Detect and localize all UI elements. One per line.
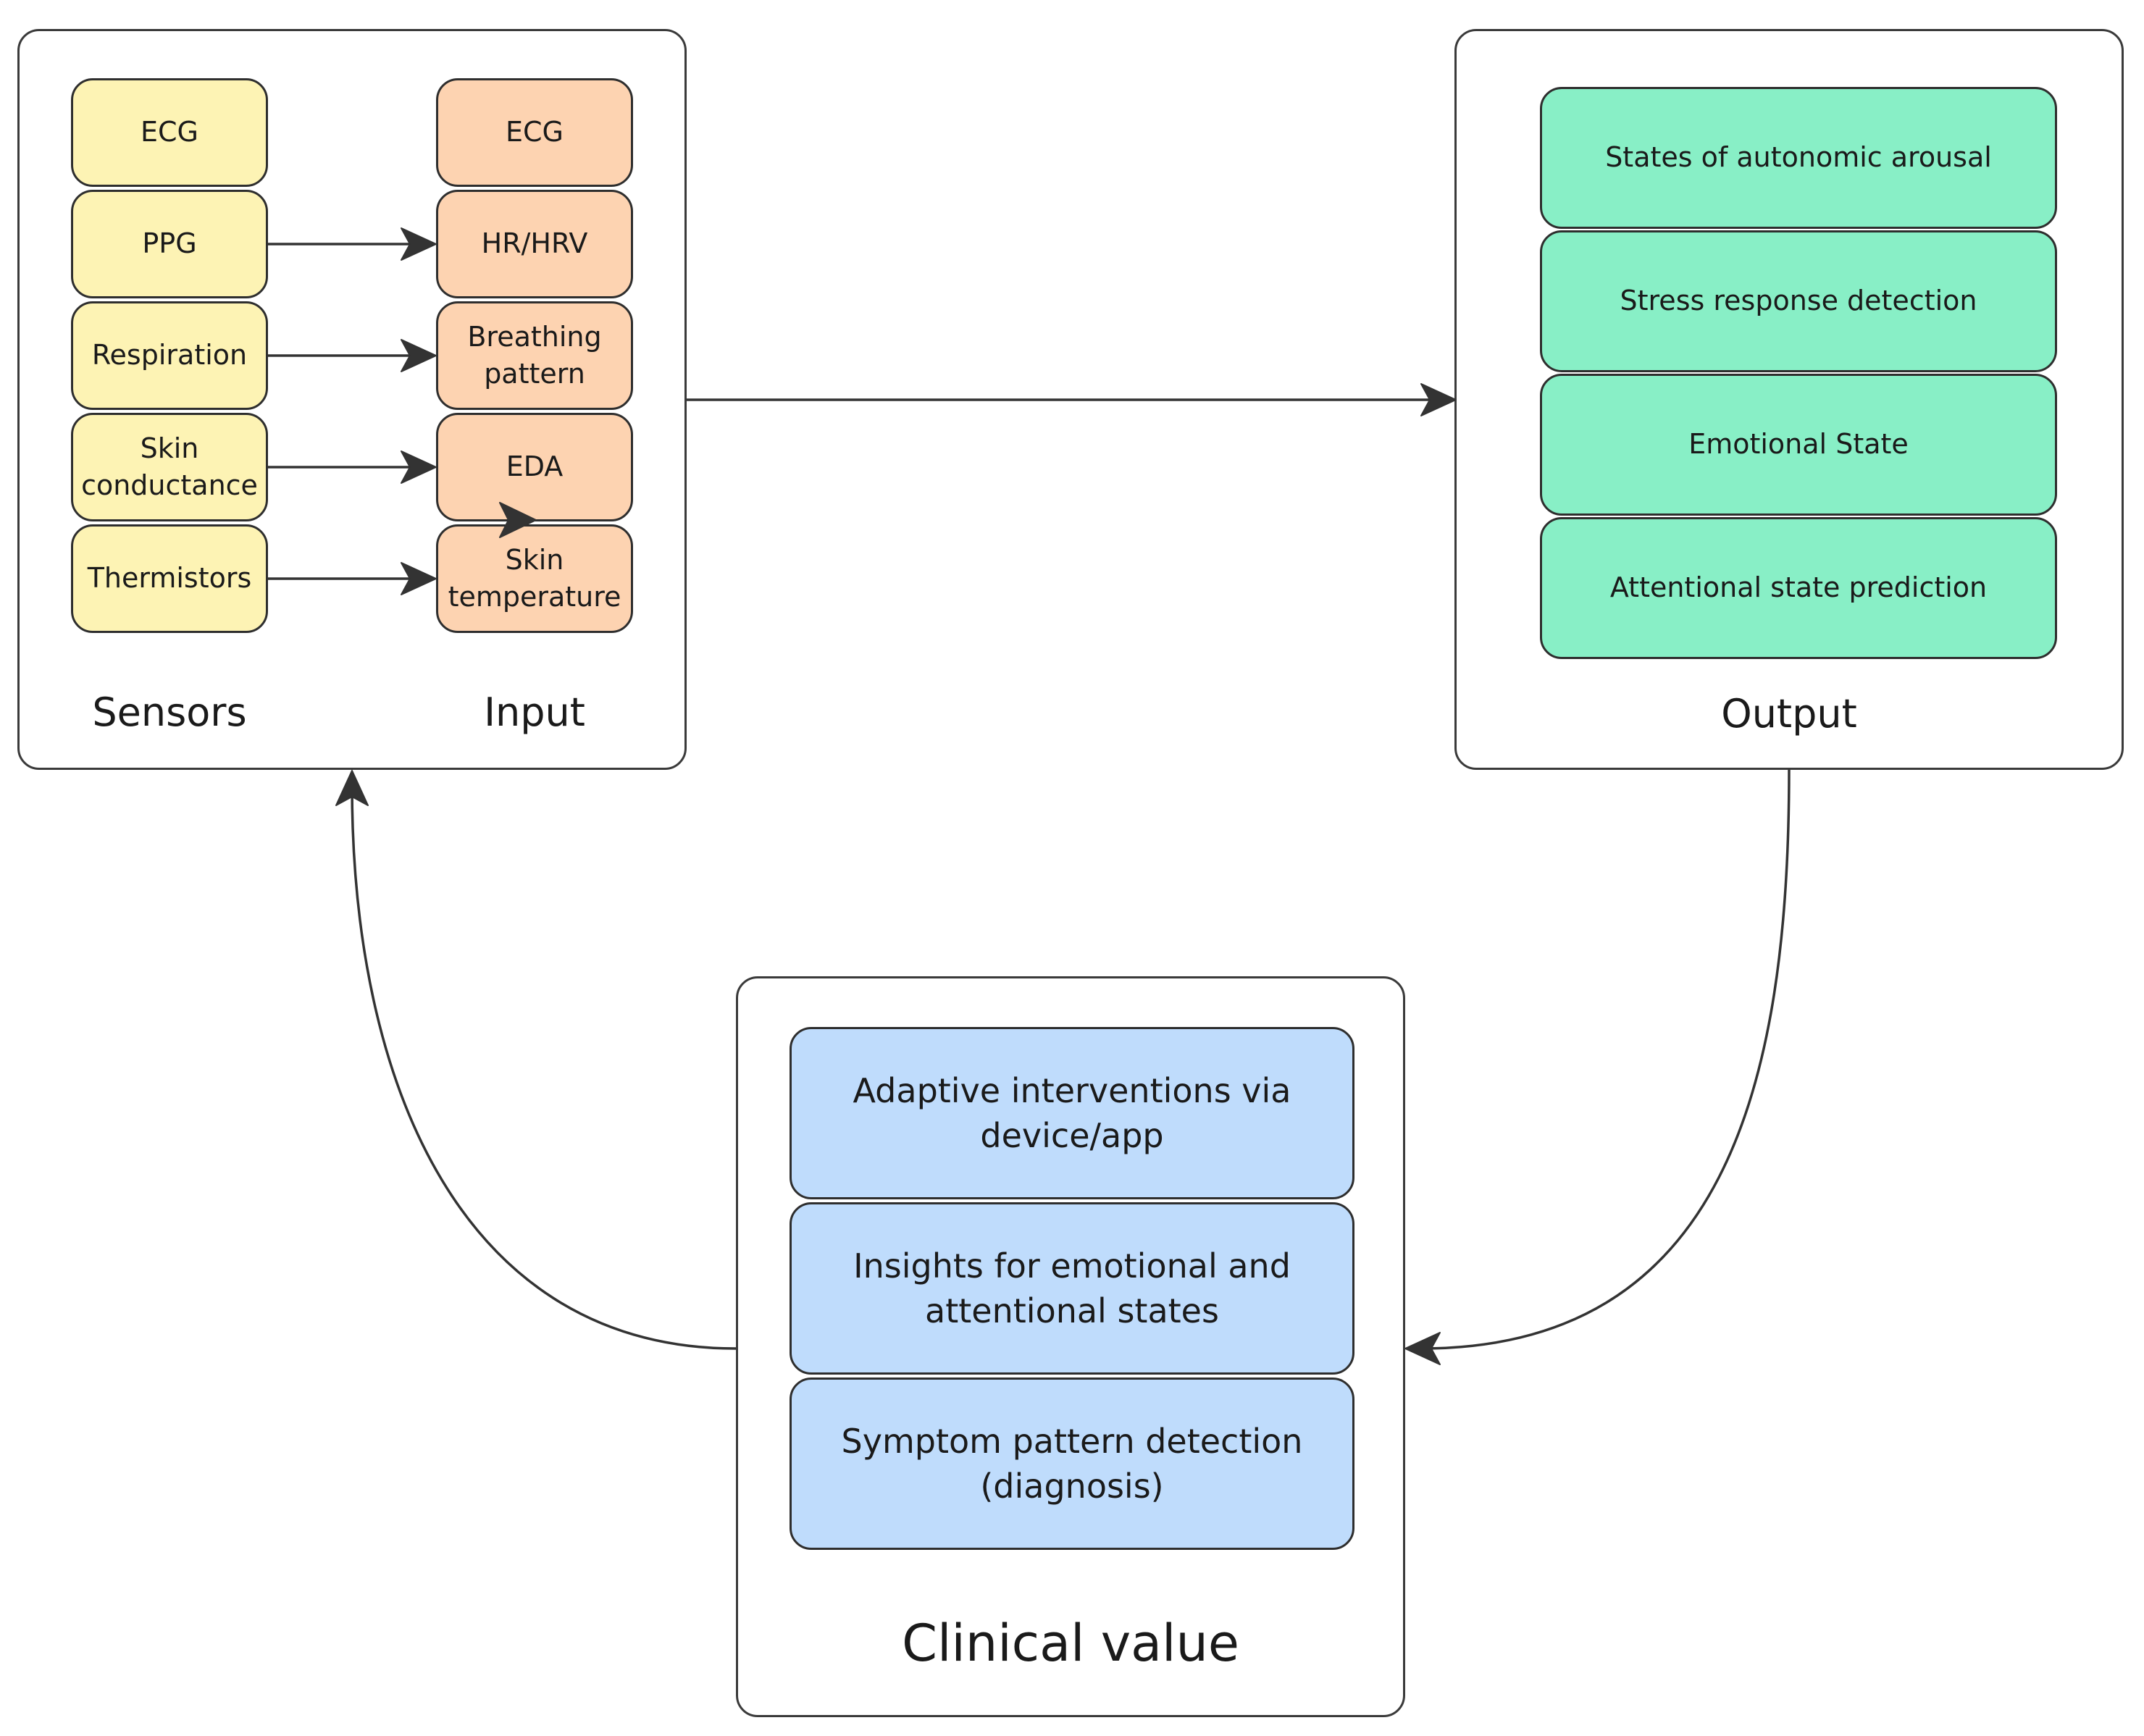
sensor-respiration: Respiration bbox=[71, 301, 268, 410]
arrowhead-sensors bbox=[335, 770, 369, 806]
input-label: Breathing pattern bbox=[467, 320, 602, 390]
output-autonomic-arousal: States of autonomic arousal bbox=[1540, 87, 2057, 229]
input-label: ECG bbox=[506, 116, 564, 148]
input-label: EDA bbox=[506, 450, 564, 483]
sensor-label: Thermistors bbox=[87, 562, 252, 595]
clinical-label: Adaptive interventions via device/app bbox=[853, 1070, 1291, 1155]
output-emotional-state: Emotional State bbox=[1540, 374, 2057, 516]
arrow-clinical-to-sensors bbox=[351, 785, 737, 1350]
sensor-ecg: ECG bbox=[71, 78, 268, 187]
input-hr-hrv: HR/HRV bbox=[436, 190, 633, 298]
output-title: Output bbox=[1721, 691, 1857, 737]
output-label: Attentional state prediction bbox=[1609, 571, 1988, 604]
clinical-symptom-detection: Symptom pattern detection (diagnosis) bbox=[790, 1378, 1354, 1550]
output-label: States of autonomic arousal bbox=[1605, 141, 1992, 174]
output-label: Emotional State bbox=[1688, 428, 1909, 461]
sensor-label: ECG bbox=[141, 116, 198, 148]
arrow-output-to-clinical bbox=[1420, 769, 1791, 1350]
input-label: HR/HRV bbox=[481, 227, 588, 260]
clinical-adaptive-interventions: Adaptive interventions via device/app bbox=[790, 1027, 1354, 1199]
input-eda: EDA bbox=[436, 413, 633, 521]
input-breathing-pattern: Breathing pattern bbox=[436, 301, 633, 410]
sensors-title: Sensors bbox=[92, 689, 247, 735]
input-label: Skin temperature bbox=[448, 543, 621, 613]
clinical-label: Insights for emotional and attentional s… bbox=[853, 1246, 1291, 1330]
output-label: Stress response detection bbox=[1620, 285, 1977, 317]
sensor-label: Respiration bbox=[91, 339, 248, 372]
sensor-label: Skin conductance bbox=[81, 432, 258, 501]
sensor-thermistors: Thermistors bbox=[71, 524, 268, 633]
clinical-label: Symptom pattern detection (diagnosis) bbox=[841, 1421, 1303, 1506]
arrowhead-clinical bbox=[1404, 1332, 1441, 1365]
input-ecg: ECG bbox=[436, 78, 633, 187]
sensor-ppg: PPG bbox=[71, 190, 268, 298]
sensor-label: PPG bbox=[142, 227, 197, 260]
output-stress-response: Stress response detection bbox=[1540, 230, 2057, 372]
input-skin-temperature: Skin temperature bbox=[436, 524, 633, 633]
input-title: Input bbox=[484, 689, 585, 735]
sensor-skin-conductance: Skin conductance bbox=[71, 413, 268, 521]
clinical-title: Clinical value bbox=[902, 1614, 1239, 1673]
output-attentional-state: Attentional state prediction bbox=[1540, 517, 2057, 659]
clinical-insights: Insights for emotional and attentional s… bbox=[790, 1202, 1354, 1375]
arrowhead-output bbox=[1420, 383, 1457, 416]
